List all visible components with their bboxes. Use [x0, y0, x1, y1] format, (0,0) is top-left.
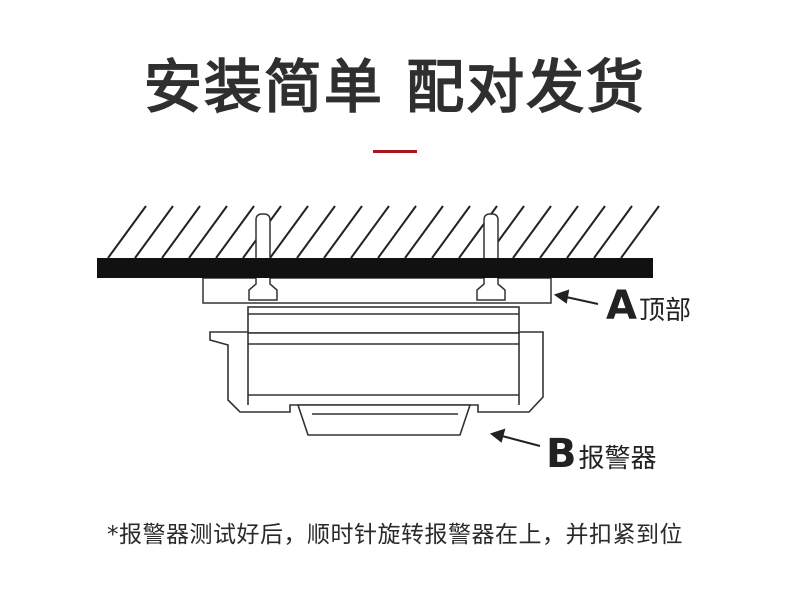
alarm-body [209, 306, 544, 436]
screw-left [248, 213, 278, 301]
ceiling-board [97, 258, 653, 278]
title-underline [373, 150, 417, 153]
screw-right [476, 213, 506, 301]
page-title: 安装简单 配对发货 [143, 53, 647, 121]
label-top: A 顶部 [606, 282, 691, 335]
label-alarm-text: 报警器 [578, 444, 657, 474]
label-alarm-letter: B [546, 431, 577, 477]
ceiling-hatch [107, 205, 660, 259]
arrow-b [489, 428, 541, 447]
label-alarm: B 报警器 [546, 430, 657, 483]
label-top-letter: A [606, 283, 637, 329]
installation-note: *报警器测试好后，顺时针旋转报警器在上，并扣紧到位 [107, 522, 683, 548]
label-top-text: 顶部 [638, 296, 691, 326]
arrow-a [553, 289, 599, 305]
